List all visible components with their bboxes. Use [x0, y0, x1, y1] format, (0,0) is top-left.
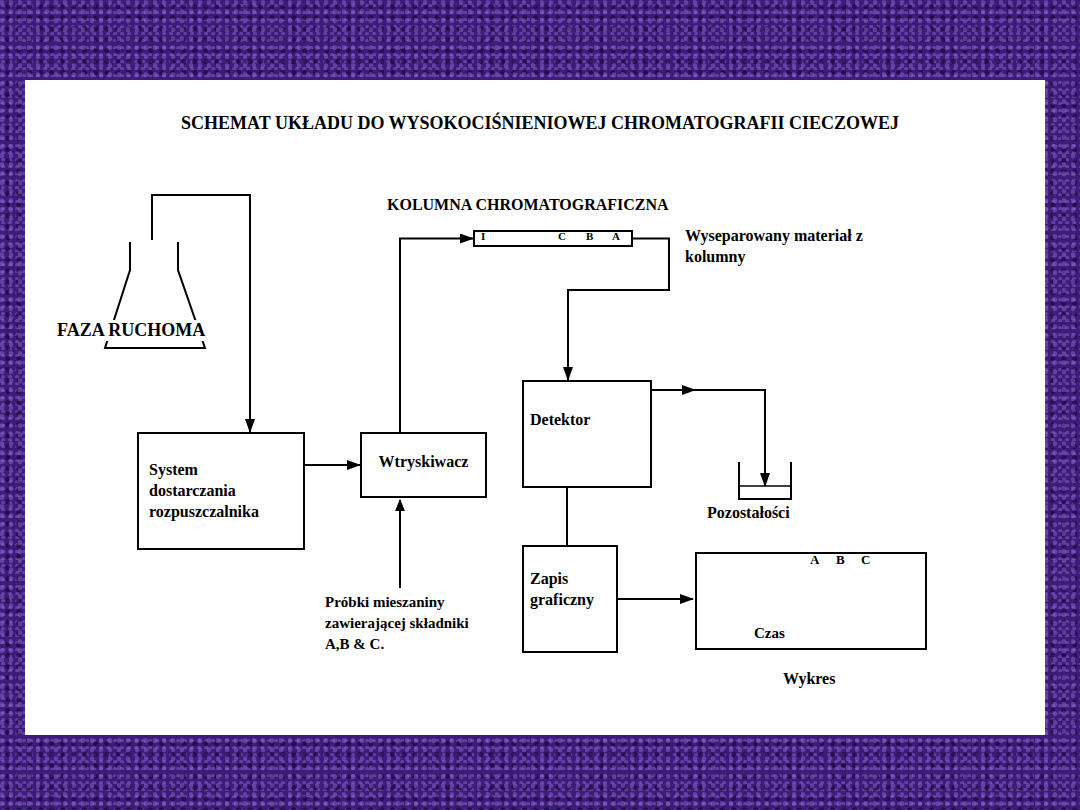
connector: [152, 195, 250, 432]
diagram-label: B: [586, 231, 593, 242]
diagram-label: B: [836, 553, 845, 566]
node-text: Pozostałości: [707, 504, 790, 522]
connector-line: [305, 464, 360, 466]
connector-line: [566, 488, 568, 545]
node-text: Detektor: [524, 382, 650, 435]
mid-arrowhead: [682, 385, 696, 395]
beaker-path: [739, 462, 791, 499]
node-text: Wykres: [783, 670, 835, 688]
node-box: System dostarczania rozpuszczalnika: [137, 432, 305, 550]
diagram-label: A: [810, 553, 819, 566]
beaker-outline: [737, 462, 793, 500]
node-box: Wtryskiwacz: [360, 432, 487, 498]
connector: [567, 488, 568, 545]
connector-line: [568, 239, 669, 381]
node-text: Zapis graficzny: [524, 547, 616, 615]
connector-line: [152, 195, 250, 432]
connector: [618, 599, 693, 600]
diagram-label: A: [612, 231, 620, 242]
connector: [400, 239, 473, 433]
node-column: KOLUMNA CHROMATOGRAFICZNA: [473, 230, 633, 247]
connector: [305, 465, 360, 466]
node-flask: FAZA RUCHOMA: [55, 240, 240, 350]
liquid-level: [739, 485, 791, 487]
connector: [568, 239, 669, 381]
diagram-label: C: [558, 231, 566, 242]
node-beaker: Pozostałości: [737, 462, 793, 500]
node-chart: Wykres: [695, 552, 927, 650]
connector: [652, 385, 765, 486]
node-text: FAZA RUCHOMA: [55, 320, 207, 341]
node-box: Detektor: [522, 380, 652, 488]
connector-line: [400, 239, 473, 433]
connector-line: [652, 390, 765, 486]
diagram-label: I: [481, 231, 485, 242]
connector-line: [618, 598, 693, 600]
diagram-title: SCHEMAT UKŁADU DO WYSOKOCIŚNIENIOWEJ CHR…: [0, 113, 1080, 134]
diagram-label: C: [861, 553, 870, 566]
diagram-label: Próbki mieszaniny zawierającej składniki…: [325, 592, 477, 655]
node-box: Zapis graficzny: [522, 545, 618, 653]
node-text: KOLUMNA CHROMATOGRAFICZNA: [387, 196, 669, 214]
diagram-label: Czas: [754, 626, 785, 641]
node-text: System dostarczania rozpuszczalnika: [139, 434, 284, 526]
node-text: Wtryskiwacz: [362, 434, 485, 477]
sample-arrow: [399, 500, 401, 588]
edge-label: Wyseparowany materiał z kolumny: [685, 226, 890, 268]
